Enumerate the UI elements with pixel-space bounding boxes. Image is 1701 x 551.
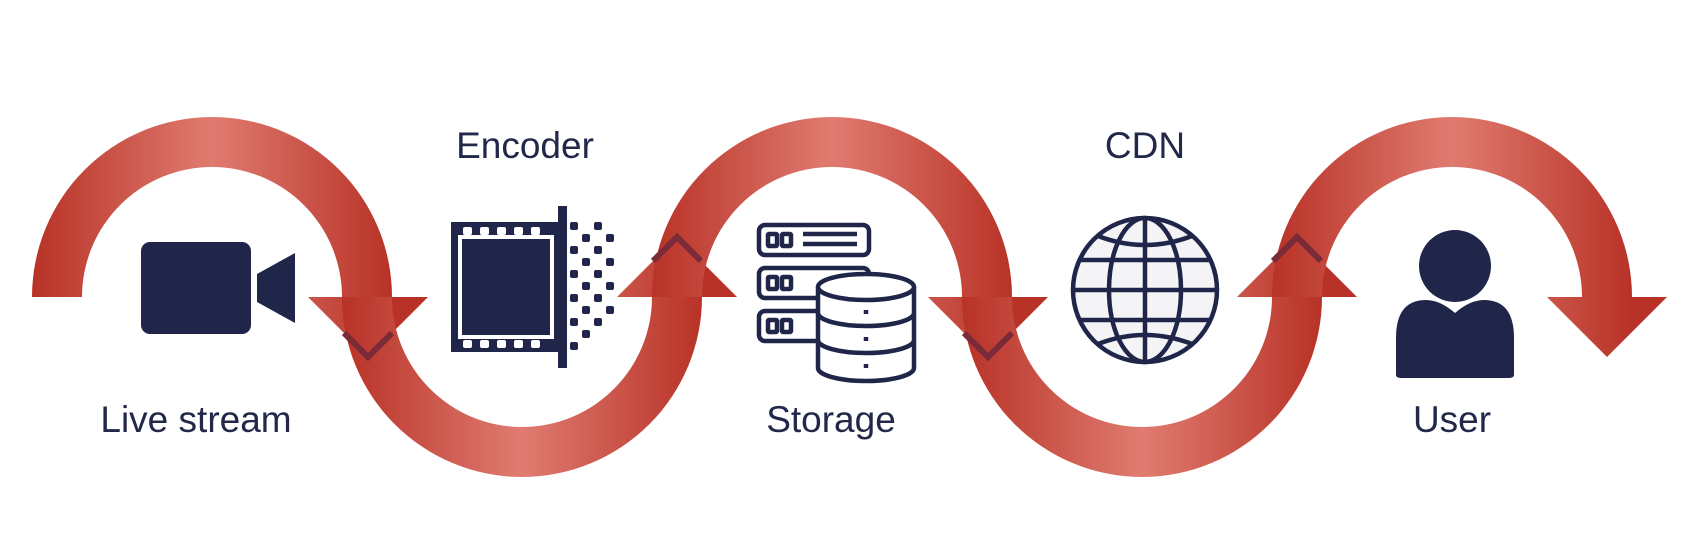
video-camera-icon [141, 242, 295, 334]
flow-arrow-5 [1272, 117, 1667, 357]
server-database-icon [756, 222, 917, 384]
label-user: User [1412, 399, 1492, 440]
film-strip-encoder-icon [451, 206, 614, 368]
label-storage: Storage [766, 399, 896, 440]
label-encoder: Encoder [456, 125, 594, 166]
user-icon [1396, 230, 1514, 378]
label-live-stream: Live stream [100, 399, 292, 440]
label-cdn: CDN [1104, 125, 1186, 166]
globe-icon [1070, 215, 1220, 365]
overlap-shadows [341, 232, 1324, 362]
